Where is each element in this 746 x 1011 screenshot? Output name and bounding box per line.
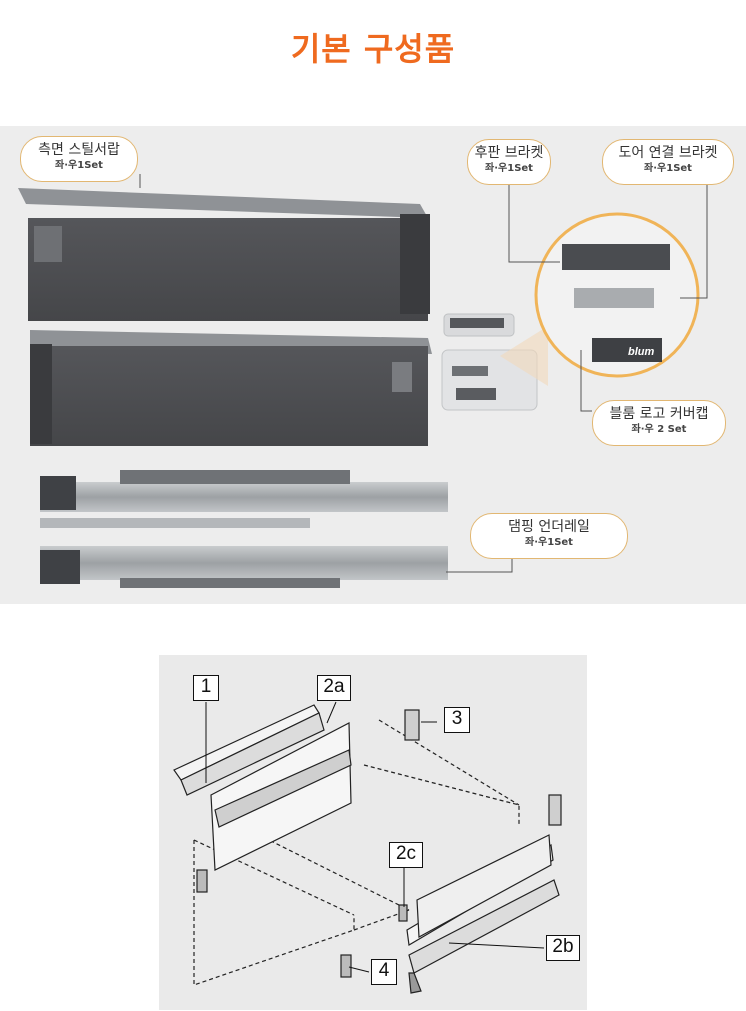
bracket-bags xyxy=(441,313,538,411)
callout-1: 1 xyxy=(193,675,219,701)
callout-2b: 2b xyxy=(546,935,580,961)
label-rear-bracket: 후판 브라켓 좌·우1Set xyxy=(467,139,551,185)
label-logo-cap: 블룸 로고 커버캡 좌·우 2 Set xyxy=(592,400,726,446)
damping-under-rail xyxy=(40,470,448,588)
label-damping-rail: 댐핑 언더레일 좌·우1Set xyxy=(470,513,628,559)
label-door-bracket: 도어 연결 브라켓 좌·우1Set xyxy=(602,139,734,185)
label-door-bracket-name: 도어 연결 브라켓 xyxy=(618,145,718,161)
label-rear-bracket-name: 후판 브라켓 xyxy=(474,145,544,161)
label-side-drawer-name: 측면 스틸서랍 xyxy=(38,142,120,158)
product-photo-illustration: blum xyxy=(18,174,708,588)
blum-logo-text: blum xyxy=(628,346,654,358)
callout-2a: 2a xyxy=(317,675,351,701)
callout-2c: 2c xyxy=(389,842,423,868)
drawer-side-panel-bottom xyxy=(30,330,432,446)
page-title: 기본 구성품 xyxy=(290,30,456,68)
leader-lines xyxy=(139,174,708,573)
product-photo: blum 측면 스틸서랍 좌·우1Set 후판 브라켓 좌·우1Set 도어 연… xyxy=(0,126,746,604)
label-damping-rail-name: 댐핑 언더레일 xyxy=(508,519,590,535)
label-logo-cap-name: 블룸 로고 커버캡 xyxy=(609,406,709,422)
label-door-bracket-qty: 좌·우1Set xyxy=(644,163,692,174)
diagram-parts xyxy=(173,704,562,994)
callout-3: 3 xyxy=(444,707,470,733)
drawer-side-panel-top xyxy=(18,188,430,321)
label-logo-cap-qty: 좌·우 2 Set xyxy=(631,424,687,435)
assembly-diagram-drawing xyxy=(173,701,562,994)
label-damping-rail-qty: 좌·우1Set xyxy=(525,537,573,548)
assembly-diagram: 1 2a 3 2c 4 2b xyxy=(159,655,587,1010)
label-rear-bracket-qty: 좌·우1Set xyxy=(485,163,533,174)
callout-4: 4 xyxy=(371,959,397,985)
zoom-detail-circle: blum xyxy=(500,212,700,386)
label-side-drawer: 측면 스틸서랍 좌·우1Set xyxy=(20,136,138,182)
diagram-leader-lines xyxy=(205,701,545,973)
label-side-drawer-qty: 좌·우1Set xyxy=(55,160,103,171)
